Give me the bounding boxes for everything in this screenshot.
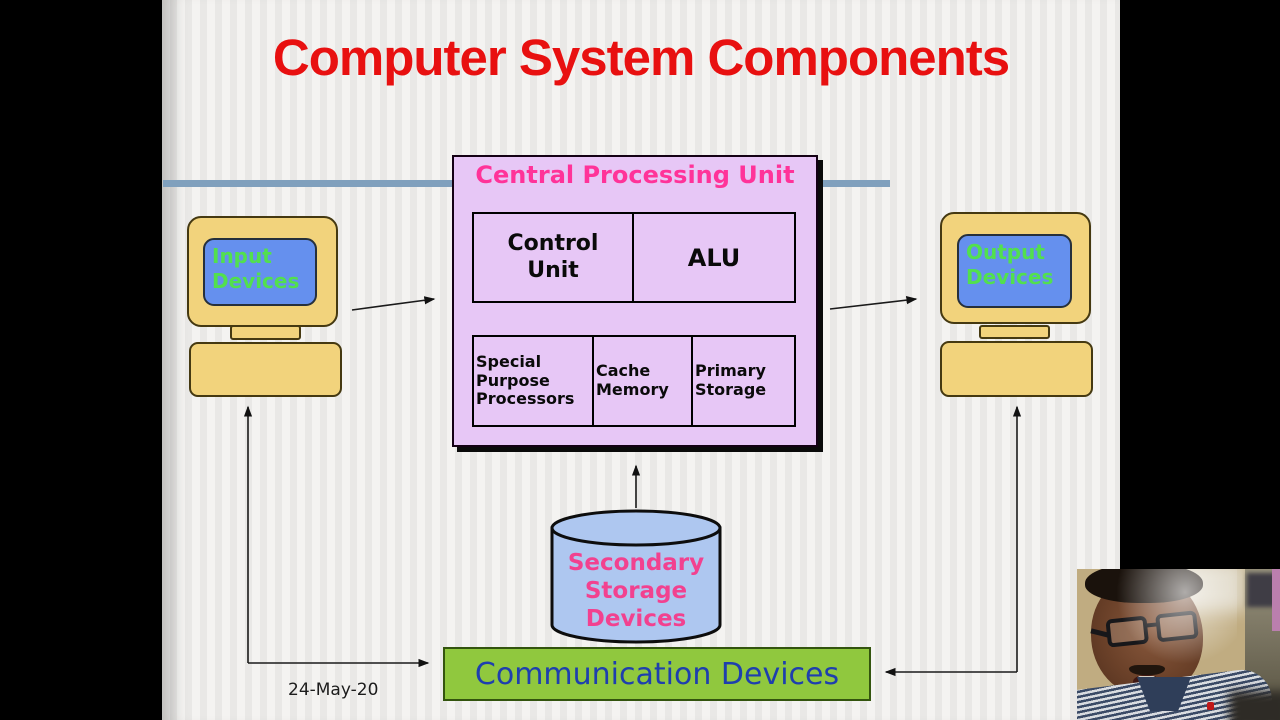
slide-title: Computer System Components <box>272 29 1010 86</box>
webcam-light-flare <box>1107 569 1237 674</box>
alu-cell: ALU <box>687 243 741 272</box>
special-purpose-cell: Special Purpose Processors <box>474 337 594 425</box>
primary-storage-cell: Primary Storage <box>695 361 767 399</box>
input-monitor-stand <box>230 325 301 340</box>
slide-date: 24-May-20 <box>288 680 379 700</box>
control-unit-cell: Control Unit <box>474 214 634 301</box>
input-screen-label: Input Devices <box>203 238 317 306</box>
secondary-storage-label: Secondary Storage Devices <box>567 550 705 633</box>
cpu-top-row: Control Unit ALU <box>472 212 796 303</box>
arrow-cpu-to-output <box>829 296 918 310</box>
cache-memory-cell: Cache Memory <box>594 337 693 425</box>
webcam-overlay <box>1077 569 1280 720</box>
output-keyboard <box>940 341 1093 397</box>
webcam-background-edge <box>1272 569 1280 631</box>
presenter-shirt-logo <box>1207 702 1214 710</box>
arrow-input-to-cpu <box>351 296 436 311</box>
output-monitor-stand <box>979 325 1050 339</box>
cpu-title: Central Processing Unit <box>475 161 795 189</box>
database-cylinder-icon <box>550 509 722 644</box>
webcam-corner-shadow <box>1229 691 1280 720</box>
control-unit-label: Control Unit <box>507 231 599 283</box>
output-screen-label: Output Devices <box>957 234 1072 308</box>
cpu-box: Central Processing Unit Control Unit ALU… <box>452 155 818 447</box>
input-keyboard <box>189 342 342 397</box>
communication-devices-box: Communication Devices <box>443 647 871 701</box>
cpu-bottom-row: Special Purpose Processors Cache Memory … <box>472 335 796 427</box>
